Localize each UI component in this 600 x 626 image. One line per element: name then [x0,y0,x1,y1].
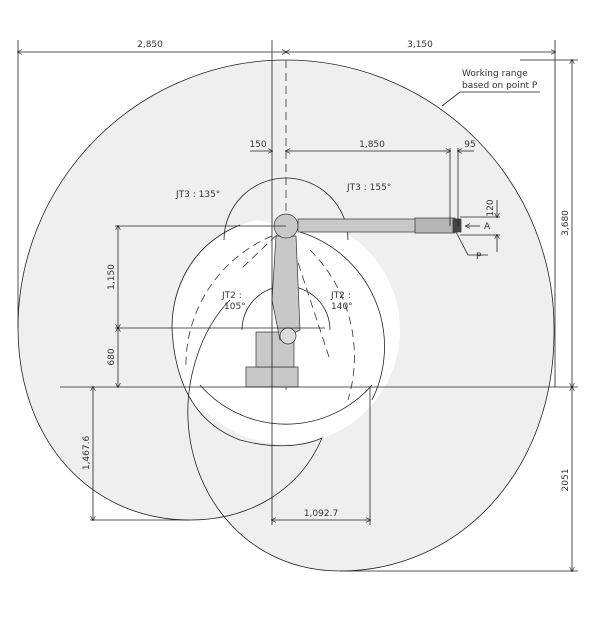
dim-1467-6: 1,467.6 [82,436,92,471]
dim-3680: 3,680 [561,210,571,236]
dimension-lines [18,40,578,571]
dimension-labels: 2,850 3,150 150 1,850 95 120 1,150 680 3… [82,40,571,519]
dim-150: 150 [249,140,266,150]
dim-120: 120 [486,199,496,216]
dim-680: 680 [107,348,117,365]
dim-1850: 1,850 [359,140,385,150]
dim-1150: 1,150 [107,264,117,290]
point-a-label: A [484,222,491,232]
dim-2051: 2051 [561,469,571,492]
jt3-negative-label: JT3 : 135° [175,190,220,200]
working-range-outline [17,59,555,572]
jt3-positive-label: JT3 : 155° [346,183,391,193]
working-range-label-1: Working range [462,69,528,79]
jt2-positive-label: JT2 : [330,291,351,301]
dim-95: 95 [464,140,475,150]
jt2-negative-label: JT2 : [221,291,242,301]
dim-2850: 2,850 [137,40,163,50]
point-p-label: P [476,252,482,262]
dim-3150: 3,150 [407,40,433,50]
robot-arm [245,213,462,388]
jt2-negative-angle: 105° [224,302,246,312]
dim-1092-7: 1,092.7 [304,509,338,519]
working-range-label-2: based on point P [462,81,538,91]
jt2-positive-angle: 140° [331,302,353,312]
